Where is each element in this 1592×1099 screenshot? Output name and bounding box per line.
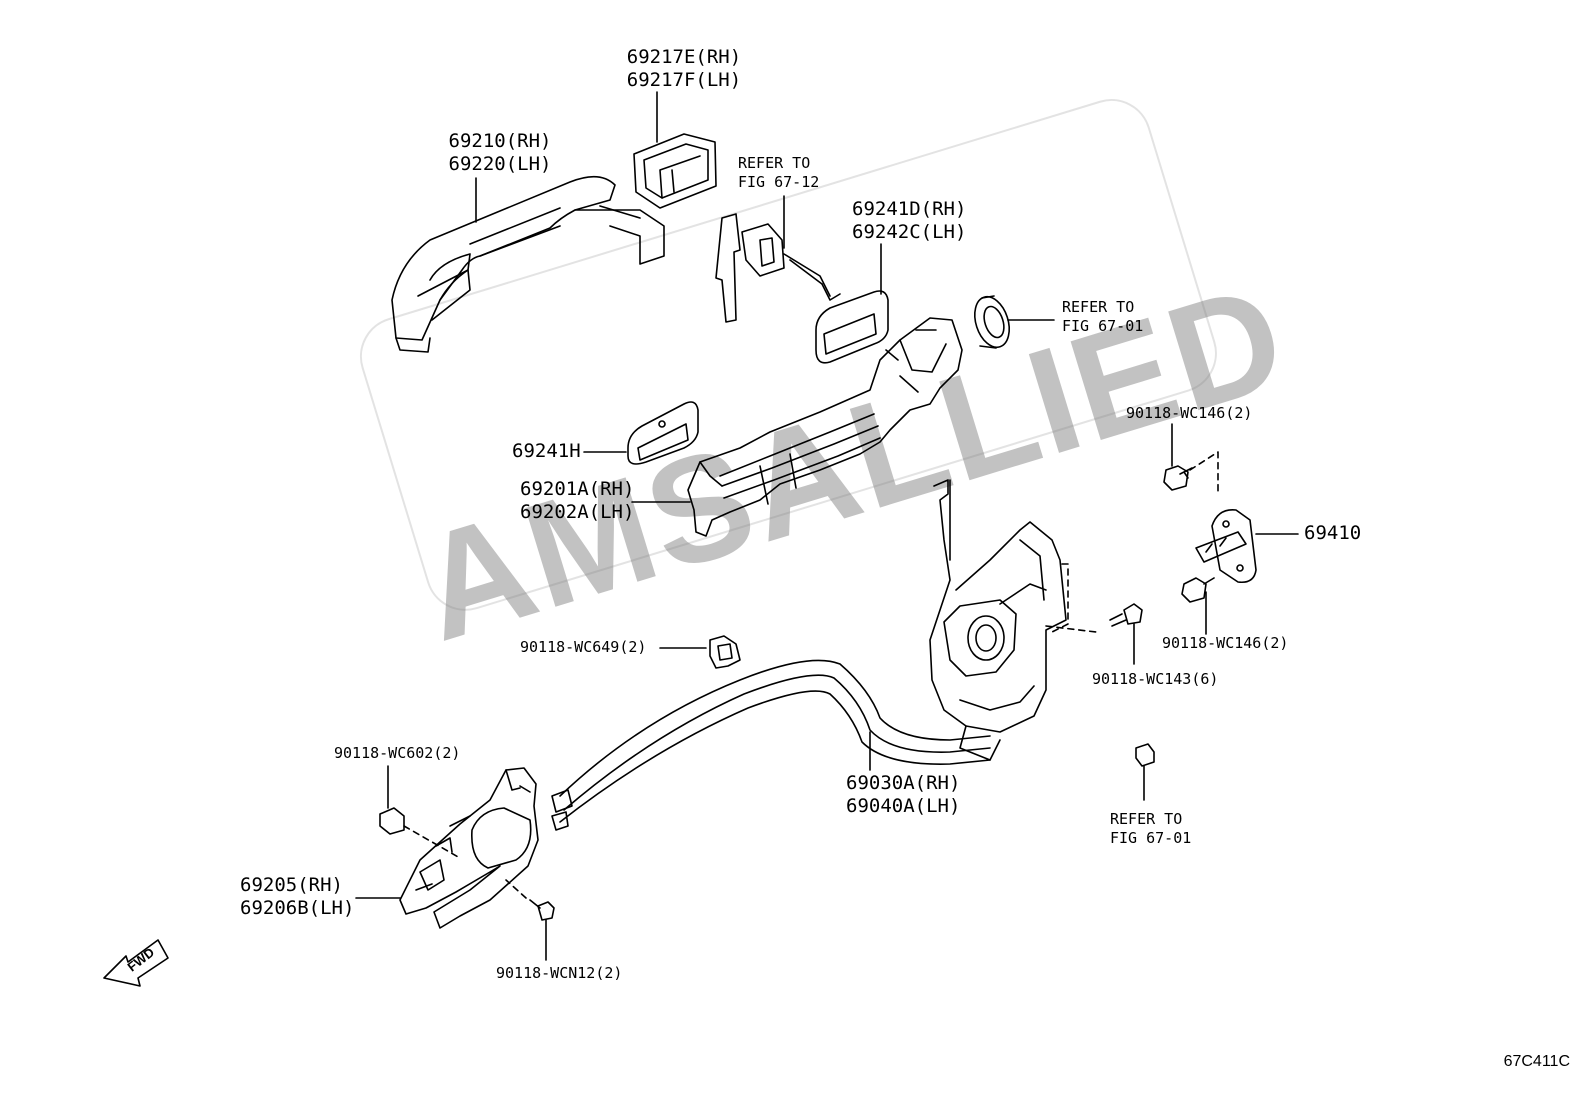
label-handle-cover: 69217E(RH) 69217F(LH) [622,46,746,92]
label-wc146-bottom: 90118-WC146(2) [1162,634,1288,653]
part-number: 90118-WC649(2) [520,638,647,656]
label-refer-67-01-top: REFER TO FIG 67-01 [1062,298,1143,336]
small-gasket-part [627,401,699,465]
clip-wc649-part [709,635,741,669]
part-number: 69030A(RH) [846,772,961,794]
label-refer-67-01-bottom: REFER TO FIG 67-01 [1110,810,1191,848]
part-number: 69241D(RH) [852,198,967,220]
part-number: 69217E(RH) [626,46,742,68]
grommet-top-part [973,295,1011,349]
part-number: 69220(LH) [448,153,552,175]
refer-text: FIG 67-01 [1062,317,1144,335]
part-number: 69210(RH) [448,130,552,152]
part-number: 69241H [512,440,581,462]
label-outer-handle: 69210(RH) 69220(LH) [444,130,556,176]
label-inside-handle: 69205(RH) 69206B(LH) [240,874,354,920]
outer-handle-part [391,175,665,353]
dash-wcn12 [505,879,527,899]
part-number: 69201A(RH) [520,478,635,500]
label-handle-frame: 69201A(RH) 69202A(LH) [520,478,634,524]
grommet-bottom-part [1135,743,1155,767]
refer-text: REFER TO [1062,298,1135,316]
part-number: 90118-WC143(6) [1092,670,1219,688]
label-wc143: 90118-WC143(6) [1092,670,1218,689]
part-number: 69410 [1304,522,1362,544]
part-number: 90118-WC146(2) [1126,404,1253,422]
dash-lock-screw [1045,625,1097,633]
key-cylinder-part [715,213,841,323]
label-frame-gasket: 69241D(RH) 69242C(LH) [852,198,966,244]
refer-text: REFER TO [1110,810,1183,828]
refer-text: FIG 67-01 [1110,829,1192,847]
handle-frame-part [687,317,963,537]
label-wcn12: 90118-WCN12(2) [496,964,622,983]
label-wc649: 90118-WC649(2) [520,638,646,657]
dash-lock [1051,563,1069,633]
figure-code: 67C411C [1503,1053,1570,1070]
refer-text: REFER TO [738,154,811,172]
part-number: 69202A(LH) [520,501,635,523]
screw-wcn12-part [529,899,555,921]
part-number: 69205(RH) [240,874,343,896]
part-number: 69242C(LH) [852,221,967,243]
part-number: 69040A(LH) [846,795,961,817]
label-lock-assy: 69030A(RH) 69040A(LH) [846,772,960,818]
part-number: 90118-WCN12(2) [496,964,623,982]
lock-assembly-part [929,479,1067,761]
dash-wc602 [403,825,461,859]
label-wc146-top: 90118-WC146(2) [1126,404,1252,423]
fwd-arrow-icon [103,939,169,987]
frame-gasket-part [815,290,889,364]
label-small-gasket: 69241H [512,440,581,463]
handle-cover-part [633,133,717,209]
screw-wc146-bottom-part [1181,577,1215,603]
dash-wc146-top [1189,451,1219,495]
part-number: 69217F(LH) [626,69,742,91]
control-cable-part [551,659,991,831]
label-striker: 69410 [1304,522,1361,545]
part-number: 69206B(LH) [240,897,355,919]
part-number: 90118-WC602(2) [334,744,461,762]
label-wc602: 90118-WC602(2) [334,744,460,763]
screw-wc143-part [1109,603,1143,627]
striker-part [1195,509,1257,584]
inside-handle-part [399,767,539,929]
label-refer-67-12: REFER TO FIG 67-12 [738,154,819,192]
part-number: 90118-WC146(2) [1162,634,1289,652]
clip-wc602-part [379,807,405,835]
screw-wc146-top-part [1163,465,1193,491]
refer-text: FIG 67-12 [738,173,820,191]
